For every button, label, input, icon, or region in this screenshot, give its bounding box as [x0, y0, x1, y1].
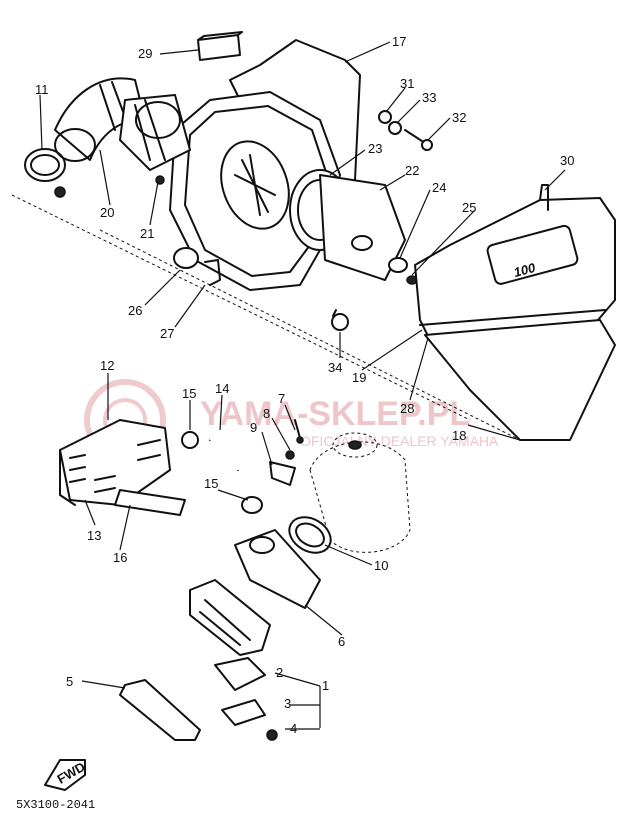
label-14: 14	[215, 381, 229, 396]
label-32: 32	[452, 110, 466, 125]
label-21: 21	[140, 226, 154, 241]
part-21-joint	[119, 94, 191, 185]
label-29: 29	[138, 46, 152, 61]
part-1-reed-valve	[189, 579, 271, 656]
label-7: 7	[278, 391, 285, 406]
label-6: 6	[338, 634, 345, 649]
part-labels: 29 17 11 20 21 31 33 32 23 22 30 24 25 2…	[35, 34, 574, 736]
part-15-clamp-lower	[241, 496, 263, 514]
label-18: 18	[452, 428, 466, 443]
label-2: 2	[276, 665, 283, 680]
label-19: 19	[352, 370, 366, 385]
diagram-code: 5X3100-2041	[16, 798, 95, 812]
carburetor-outline	[309, 432, 411, 553]
label-4: 4	[290, 721, 297, 736]
part-26-clip	[173, 247, 199, 269]
part-8-washer	[285, 450, 295, 460]
part-10-clamp	[288, 516, 332, 554]
label-23: 23	[368, 141, 382, 156]
label-22: 22	[405, 163, 419, 178]
label-27: 27	[160, 326, 174, 341]
watermark-brand: YAMA-SKLEP.PL	[200, 395, 470, 433]
label-24: 24	[432, 180, 446, 195]
part-27-clip	[204, 259, 221, 286]
part-32-bolt	[404, 129, 433, 151]
watermark: YAMA-SKLEP.PL OFICJALNY DEALER YAMAHA	[84, 379, 499, 461]
label-13: 13	[87, 528, 101, 543]
part-18-panel	[424, 319, 616, 441]
part-24-grommet	[388, 257, 408, 273]
part-16-strap	[114, 489, 186, 516]
label-31: 31	[400, 76, 414, 91]
label-20: 20	[100, 205, 114, 220]
fwd-arrow: FWD	[44, 759, 88, 791]
part-34-bolt	[331, 309, 349, 331]
label-1: 1	[322, 678, 329, 693]
label-15-upper: 15	[182, 386, 196, 401]
label-9: 9	[250, 420, 257, 435]
label-17: 17	[392, 34, 406, 49]
part-2-reed	[214, 657, 266, 691]
part-9-clamp	[269, 461, 296, 486]
part-7-screw	[294, 419, 304, 444]
label-5: 5	[66, 674, 73, 689]
part-15-clamp-upper	[181, 431, 199, 449]
label-34: 34	[328, 360, 342, 375]
label-25: 25	[462, 200, 476, 215]
label-11: 11	[35, 82, 49, 97]
part-30-side-cover: 100	[414, 184, 616, 351]
part-4-screw	[266, 729, 278, 741]
part-33-washer	[388, 121, 402, 135]
label-10: 10	[374, 558, 388, 573]
part-11-clamp-band	[24, 148, 66, 198]
label-15-lower: 15	[204, 476, 218, 491]
label-28: 28	[400, 401, 414, 416]
label-30: 30	[560, 153, 574, 168]
label-16: 16	[113, 550, 127, 565]
part-6-manifold	[234, 529, 321, 609]
watermark-subtitle: OFICJALNY DEALER YAMAHA	[300, 433, 499, 449]
part-13-case-lower	[59, 449, 116, 506]
label-12: 12	[100, 358, 114, 373]
label-26: 26	[128, 303, 142, 318]
leader-lines	[39, 41, 566, 730]
air-cleaner-case	[169, 91, 341, 291]
part-5-gasket	[119, 679, 201, 741]
part-31-washer	[378, 110, 392, 124]
part-29-block	[197, 31, 243, 61]
label-3: 3	[284, 696, 291, 711]
part-14-hose	[208, 429, 240, 471]
part-28-strip	[419, 309, 606, 326]
part-3-stopper	[221, 699, 266, 726]
label-33: 33	[422, 90, 436, 105]
cover-badge-text: 100	[512, 260, 538, 280]
label-8: 8	[263, 406, 270, 421]
part-12-case	[59, 419, 171, 506]
